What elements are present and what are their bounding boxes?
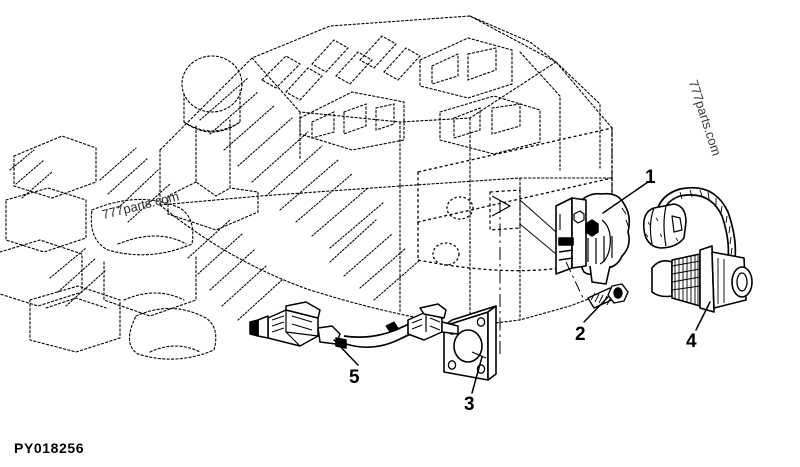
leader-line-2	[583, 296, 609, 323]
leader-line-5	[333, 339, 359, 366]
callout-number-5: 5	[349, 367, 360, 388]
callout-number-4: 4	[686, 331, 697, 352]
callout-number-2: 2	[575, 324, 586, 345]
leader-line-4	[695, 301, 711, 331]
leader-line-1	[602, 181, 649, 214]
part-4-receptacle-connector	[642, 186, 753, 313]
part-5-wiring-harness	[249, 301, 459, 349]
callout-leader-lines	[333, 181, 711, 394]
install-location-indicator	[489, 189, 557, 255]
centerline-bolt	[565, 261, 585, 301]
leader-line-3	[471, 356, 483, 394]
callout-number-1: 1	[645, 167, 656, 188]
context-console-outline	[0, 15, 613, 360]
part-2-mounting-bolt	[587, 283, 629, 309]
part-number-caption: PY018256	[14, 440, 85, 456]
callout-number-3: 3	[464, 394, 475, 415]
part-3-mounting-plate	[443, 305, 497, 381]
part-1-switch-solenoid-assembly	[555, 192, 631, 285]
